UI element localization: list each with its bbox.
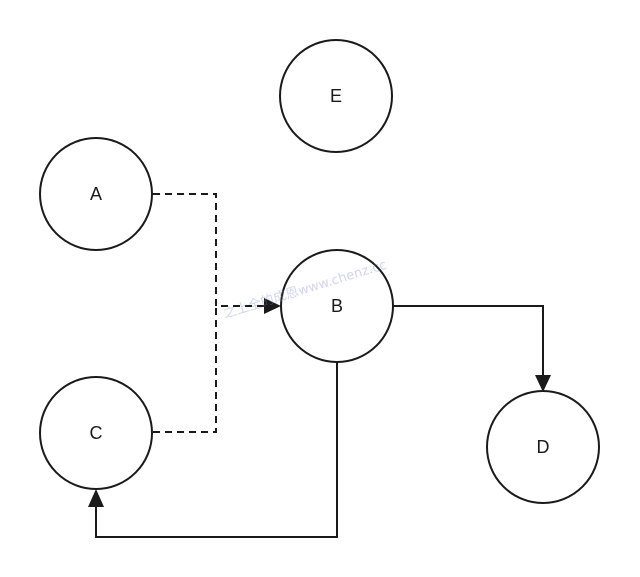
node-a-circle [39, 137, 153, 251]
node-d-circle [486, 390, 600, 504]
edge-c-to-b [153, 306, 217, 433]
edge-b-to-c [95, 362, 338, 538]
arrowhead-into-c [88, 489, 104, 507]
node-b-label: B [331, 296, 343, 316]
arrowhead-into-b [264, 298, 281, 314]
node-d-label: D [537, 437, 550, 457]
node-a-label: A [90, 184, 102, 204]
node-e-circle [279, 39, 393, 153]
edge-a-to-b [153, 193, 266, 307]
edges [88, 193, 551, 538]
node-b[interactable]: B [280, 249, 394, 363]
edge-b-to-d [392, 305, 544, 376]
node-c-label: C [90, 423, 103, 443]
arrowhead-into-d [535, 375, 551, 392]
node-d[interactable]: D [486, 390, 600, 504]
node-e-label: E [330, 86, 342, 106]
node-e[interactable]: E [279, 39, 393, 153]
node-b-circle [280, 249, 394, 363]
node-c[interactable]: C [39, 376, 153, 490]
node-a[interactable]: A [39, 137, 153, 251]
node-c-circle [39, 376, 153, 490]
